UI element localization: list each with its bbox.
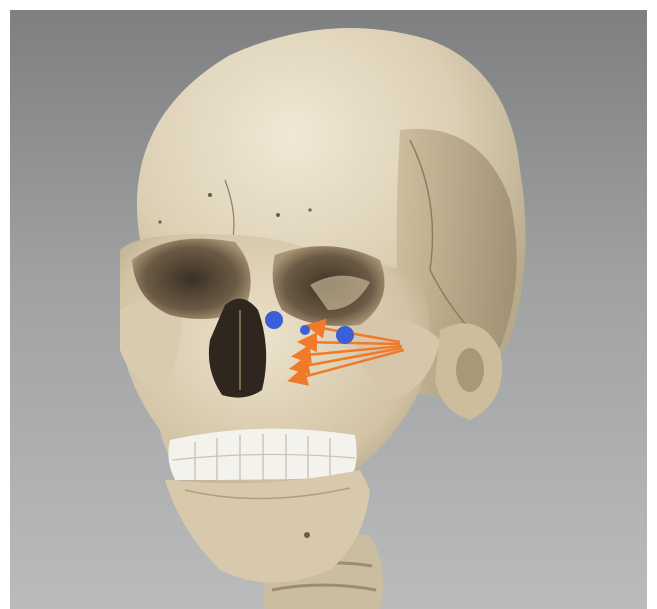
right-orbit xyxy=(273,246,385,326)
marker-point-c xyxy=(336,326,354,344)
temporal-ear-region xyxy=(435,323,502,420)
upper-teeth xyxy=(168,429,356,480)
marker-point-a xyxy=(265,311,283,329)
skull-image xyxy=(10,10,647,609)
skull-illustration xyxy=(10,10,647,609)
marker-point-b xyxy=(300,325,310,335)
